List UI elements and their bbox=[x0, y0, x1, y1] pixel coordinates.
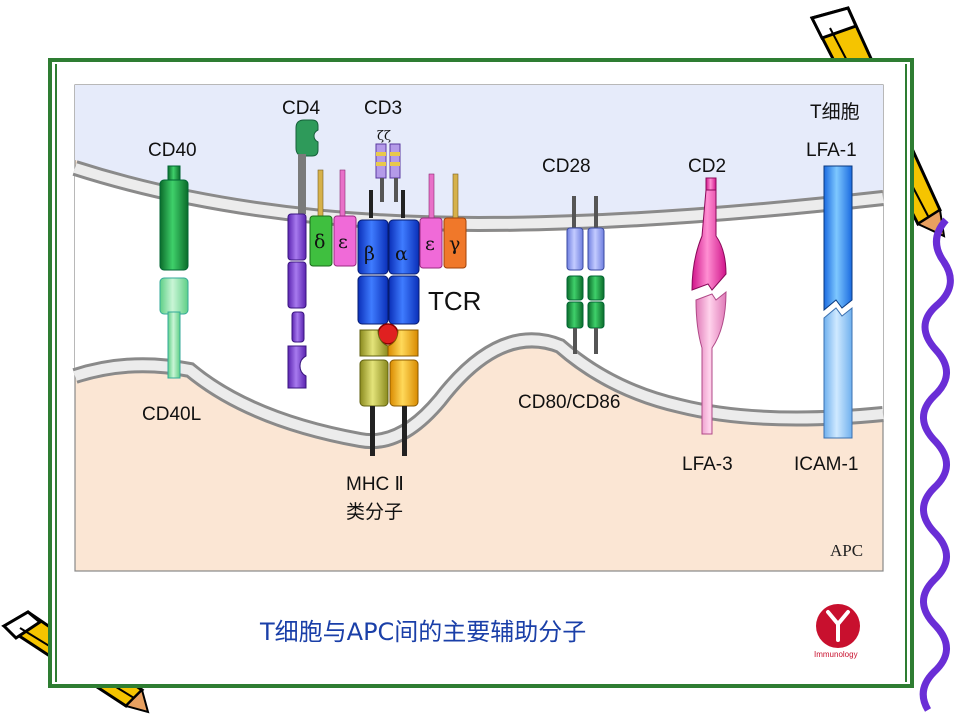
tcr-label: TCR bbox=[428, 286, 481, 316]
cd40l-molecule bbox=[159, 277, 189, 379]
cd80-cd86-label: CD80/CD86 bbox=[518, 392, 620, 413]
cd4-molecule bbox=[287, 119, 319, 389]
purple-wave-decoration bbox=[919, 217, 954, 712]
cd28-molecule bbox=[566, 196, 605, 271]
cd2-label: CD2 bbox=[688, 156, 726, 177]
epsilon-chain-left-label: ε bbox=[338, 231, 348, 253]
icam1-label: ICAM-1 bbox=[794, 454, 858, 475]
cd4-label: CD4 bbox=[282, 98, 320, 119]
delta-chain-label: δ bbox=[314, 231, 325, 253]
cd3-delta-epsilon-left bbox=[309, 169, 357, 267]
mhc-ii-label-line2: 类分子 bbox=[346, 501, 403, 523]
cd3-label: CD3 bbox=[364, 98, 402, 119]
apc-label: APC bbox=[830, 541, 863, 560]
diagram-panel bbox=[72, 84, 884, 572]
gamma-chain-label: γ bbox=[449, 233, 460, 255]
cd28-label: CD28 bbox=[542, 156, 591, 177]
logo-text: Immunology bbox=[814, 650, 858, 659]
cd40-label: CD40 bbox=[148, 140, 197, 161]
lfa3-label: LFA-3 bbox=[682, 454, 733, 475]
cd3-epsilon-gamma-right bbox=[419, 173, 467, 269]
mhc-ii-molecule bbox=[359, 329, 419, 456]
cd3-zeta-chains bbox=[375, 143, 401, 202]
mhc-ii-label-line1: MHC Ⅱ bbox=[346, 474, 404, 495]
lfa1-label: LFA-1 bbox=[806, 140, 857, 161]
icam1-molecule bbox=[823, 306, 853, 439]
lfa1-molecule bbox=[823, 165, 853, 312]
epsilon-chain-right-label: ε bbox=[425, 233, 435, 255]
lfa3-molecule bbox=[695, 290, 727, 435]
slide-caption: T细胞与APC间的主要辅助分子 bbox=[259, 618, 586, 646]
immunology-logo: Immunology bbox=[814, 604, 860, 659]
cd40l-label: CD40L bbox=[142, 404, 201, 425]
cd80-cd86-molecule bbox=[566, 275, 605, 354]
intercellular-space bbox=[75, 176, 883, 442]
zeta-chain-label: ζζ bbox=[377, 129, 391, 144]
cd40-molecule bbox=[159, 165, 189, 271]
t-cell-label: T细胞 bbox=[810, 101, 860, 123]
cd2-molecule bbox=[691, 177, 727, 291]
t-cell-region bbox=[75, 85, 883, 216]
beta-chain-label: β bbox=[364, 243, 375, 265]
alpha-chain-label: α bbox=[395, 243, 408, 265]
